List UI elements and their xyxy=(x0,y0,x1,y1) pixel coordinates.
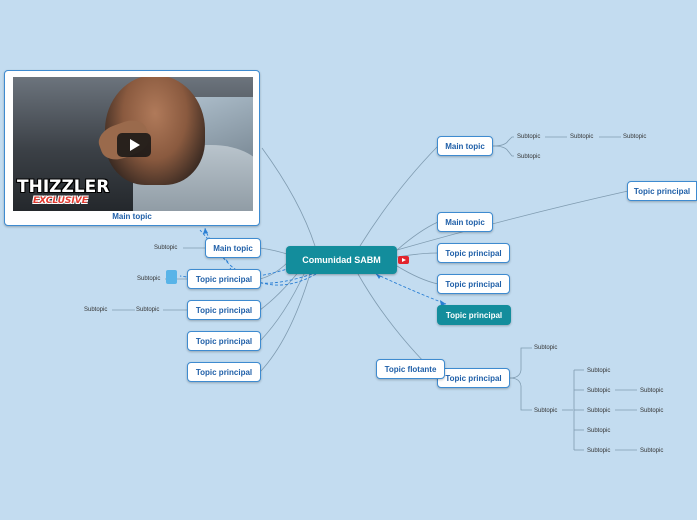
youtube-icon[interactable] xyxy=(398,256,409,264)
left-topic-3[interactable]: Topic principal xyxy=(187,331,261,351)
right-topic-4-subtopic-2[interactable]: Subtopic xyxy=(587,388,611,394)
play-icon[interactable] xyxy=(117,133,151,157)
right-topic-4[interactable]: Topic principal xyxy=(437,368,510,388)
right-topic-4-subtopic-1[interactable]: Subtopic xyxy=(587,368,611,374)
right-main-topic-1-subtopic-a1[interactable]: Subtopic xyxy=(570,134,594,140)
left-topic-4[interactable]: Topic principal xyxy=(187,362,261,382)
video-topic-card[interactable]: THIZZLER EXCLUSIVE Main topic xyxy=(4,70,260,226)
video-thumbnail[interactable]: THIZZLER EXCLUSIVE xyxy=(13,77,253,211)
right-main-topic-1-subtopic-a[interactable]: Subtopic xyxy=(517,134,541,140)
right-topic-4-subtopic-3[interactable]: Subtopic xyxy=(587,408,611,414)
right-topic-4-subtopic-4[interactable]: Subtopic xyxy=(587,428,611,434)
right-topic-4-subtopic-3b[interactable]: Subtopic xyxy=(640,408,664,414)
left-topic-1[interactable]: Topic principal xyxy=(187,269,261,289)
right-far-topic[interactable]: Topic principal xyxy=(627,181,697,201)
thumb-logo-text: THIZZLER xyxy=(17,177,110,197)
right-topic-1[interactable]: Topic principal xyxy=(437,243,510,263)
right-topic-2[interactable]: Topic principal xyxy=(437,274,510,294)
left-topic-2-subtopic-child[interactable]: Subtopic xyxy=(84,307,108,313)
right-main-topic-1-subtopic-b[interactable]: Subtopic xyxy=(517,154,541,160)
right-topic-4-subtopic-top[interactable]: Subtopic xyxy=(534,345,558,351)
central-topic[interactable]: Comunidad SABM xyxy=(286,246,397,274)
left-topic-1-subtopic[interactable]: Subtopic xyxy=(137,276,161,282)
right-main-topic-1[interactable]: Main topic xyxy=(437,136,493,156)
right-topic-4-subtopic-mid[interactable]: Subtopic xyxy=(534,408,558,414)
floating-topic[interactable]: Topic flotante xyxy=(376,359,445,379)
thumb-logo-subtext: EXCLUSIVE xyxy=(33,196,88,206)
right-topic-4-subtopic-5[interactable]: Subtopic xyxy=(587,448,611,454)
right-main-topic-1-subtopic-a2[interactable]: Subtopic xyxy=(623,134,647,140)
left-topic-2-subtopic[interactable]: Subtopic xyxy=(136,307,160,313)
right-main-topic-2[interactable]: Main topic xyxy=(437,212,493,232)
right-topic-4-subtopic-2b[interactable]: Subtopic xyxy=(640,388,664,394)
right-topic-3-selected[interactable]: Topic principal xyxy=(437,305,511,325)
video-topic-label: Main topic xyxy=(112,212,152,221)
note-icon[interactable] xyxy=(166,270,177,284)
left-main-topic-subtopic[interactable]: Subtopic xyxy=(154,245,178,251)
right-topic-4-subtopic-5b[interactable]: Subtopic xyxy=(640,448,664,454)
left-main-topic[interactable]: Main topic xyxy=(205,238,261,258)
left-topic-2[interactable]: Topic principal xyxy=(187,300,261,320)
